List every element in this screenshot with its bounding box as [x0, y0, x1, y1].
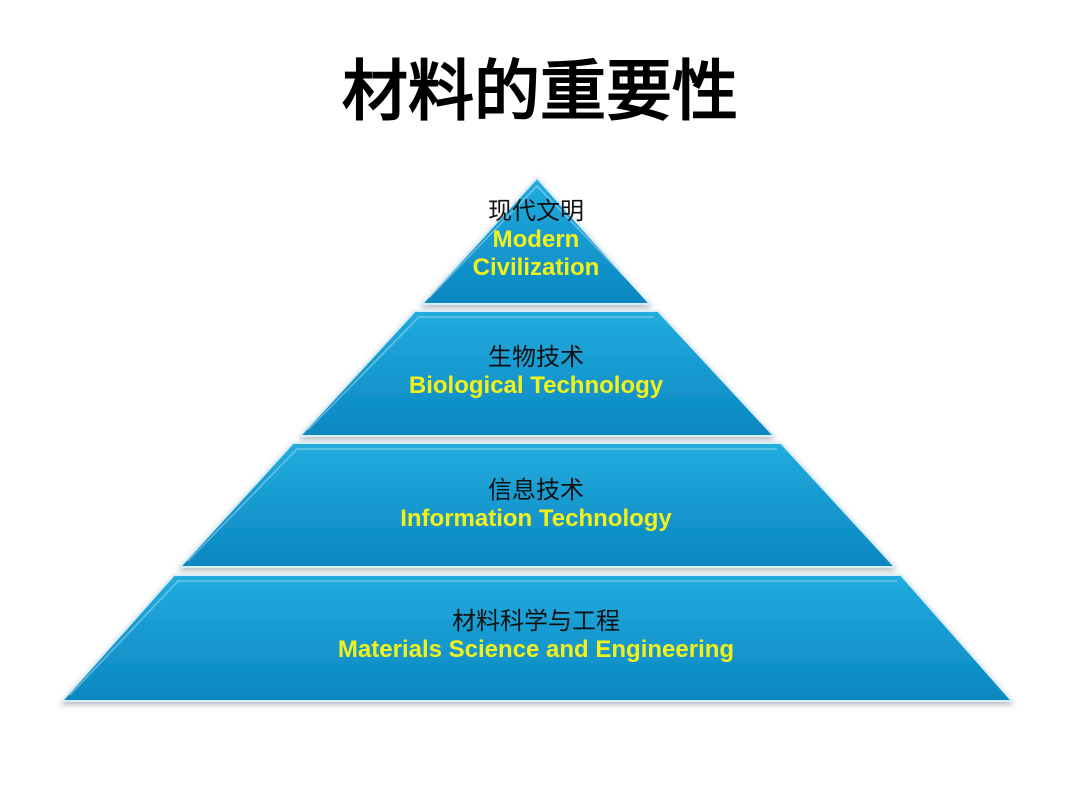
tier-en-label: Information Technology — [400, 505, 672, 532]
slide-title: 材料的重要性 — [342, 52, 738, 130]
tier-zh-label: 现代文明 — [488, 197, 584, 225]
tier-zh-label: 生物技术 — [488, 343, 584, 371]
tier-label-materials-science: 材料科学与工程 Materials Science and Engineerin… — [338, 606, 734, 664]
tier-label-modern-civilization: 现代文明 Modern Civilization — [473, 196, 600, 282]
pyramid-tier-modern-civilization — [419, 176, 653, 305]
pyramid-tier-information-technology — [177, 442, 898, 568]
tier-en-label: Materials Science and Engineering — [337, 636, 735, 663]
tier-en-label: Biological Technology — [408, 372, 664, 399]
tier-zh-label: 信息技术 — [487, 476, 584, 504]
tier-zh-label: 材料科学与工程 — [451, 607, 620, 635]
tier-en-label: Modern — [492, 226, 580, 253]
tier-en-label: Civilization — [472, 254, 600, 281]
tier-label-information-technology: 信息技术 Information Technology — [400, 475, 672, 533]
pyramid-tier-biological-technology — [297, 310, 777, 437]
tier-label-biological-technology: 生物技术 Biological Technology — [409, 342, 663, 400]
pyramid-tier-materials-science — [59, 574, 1015, 702]
